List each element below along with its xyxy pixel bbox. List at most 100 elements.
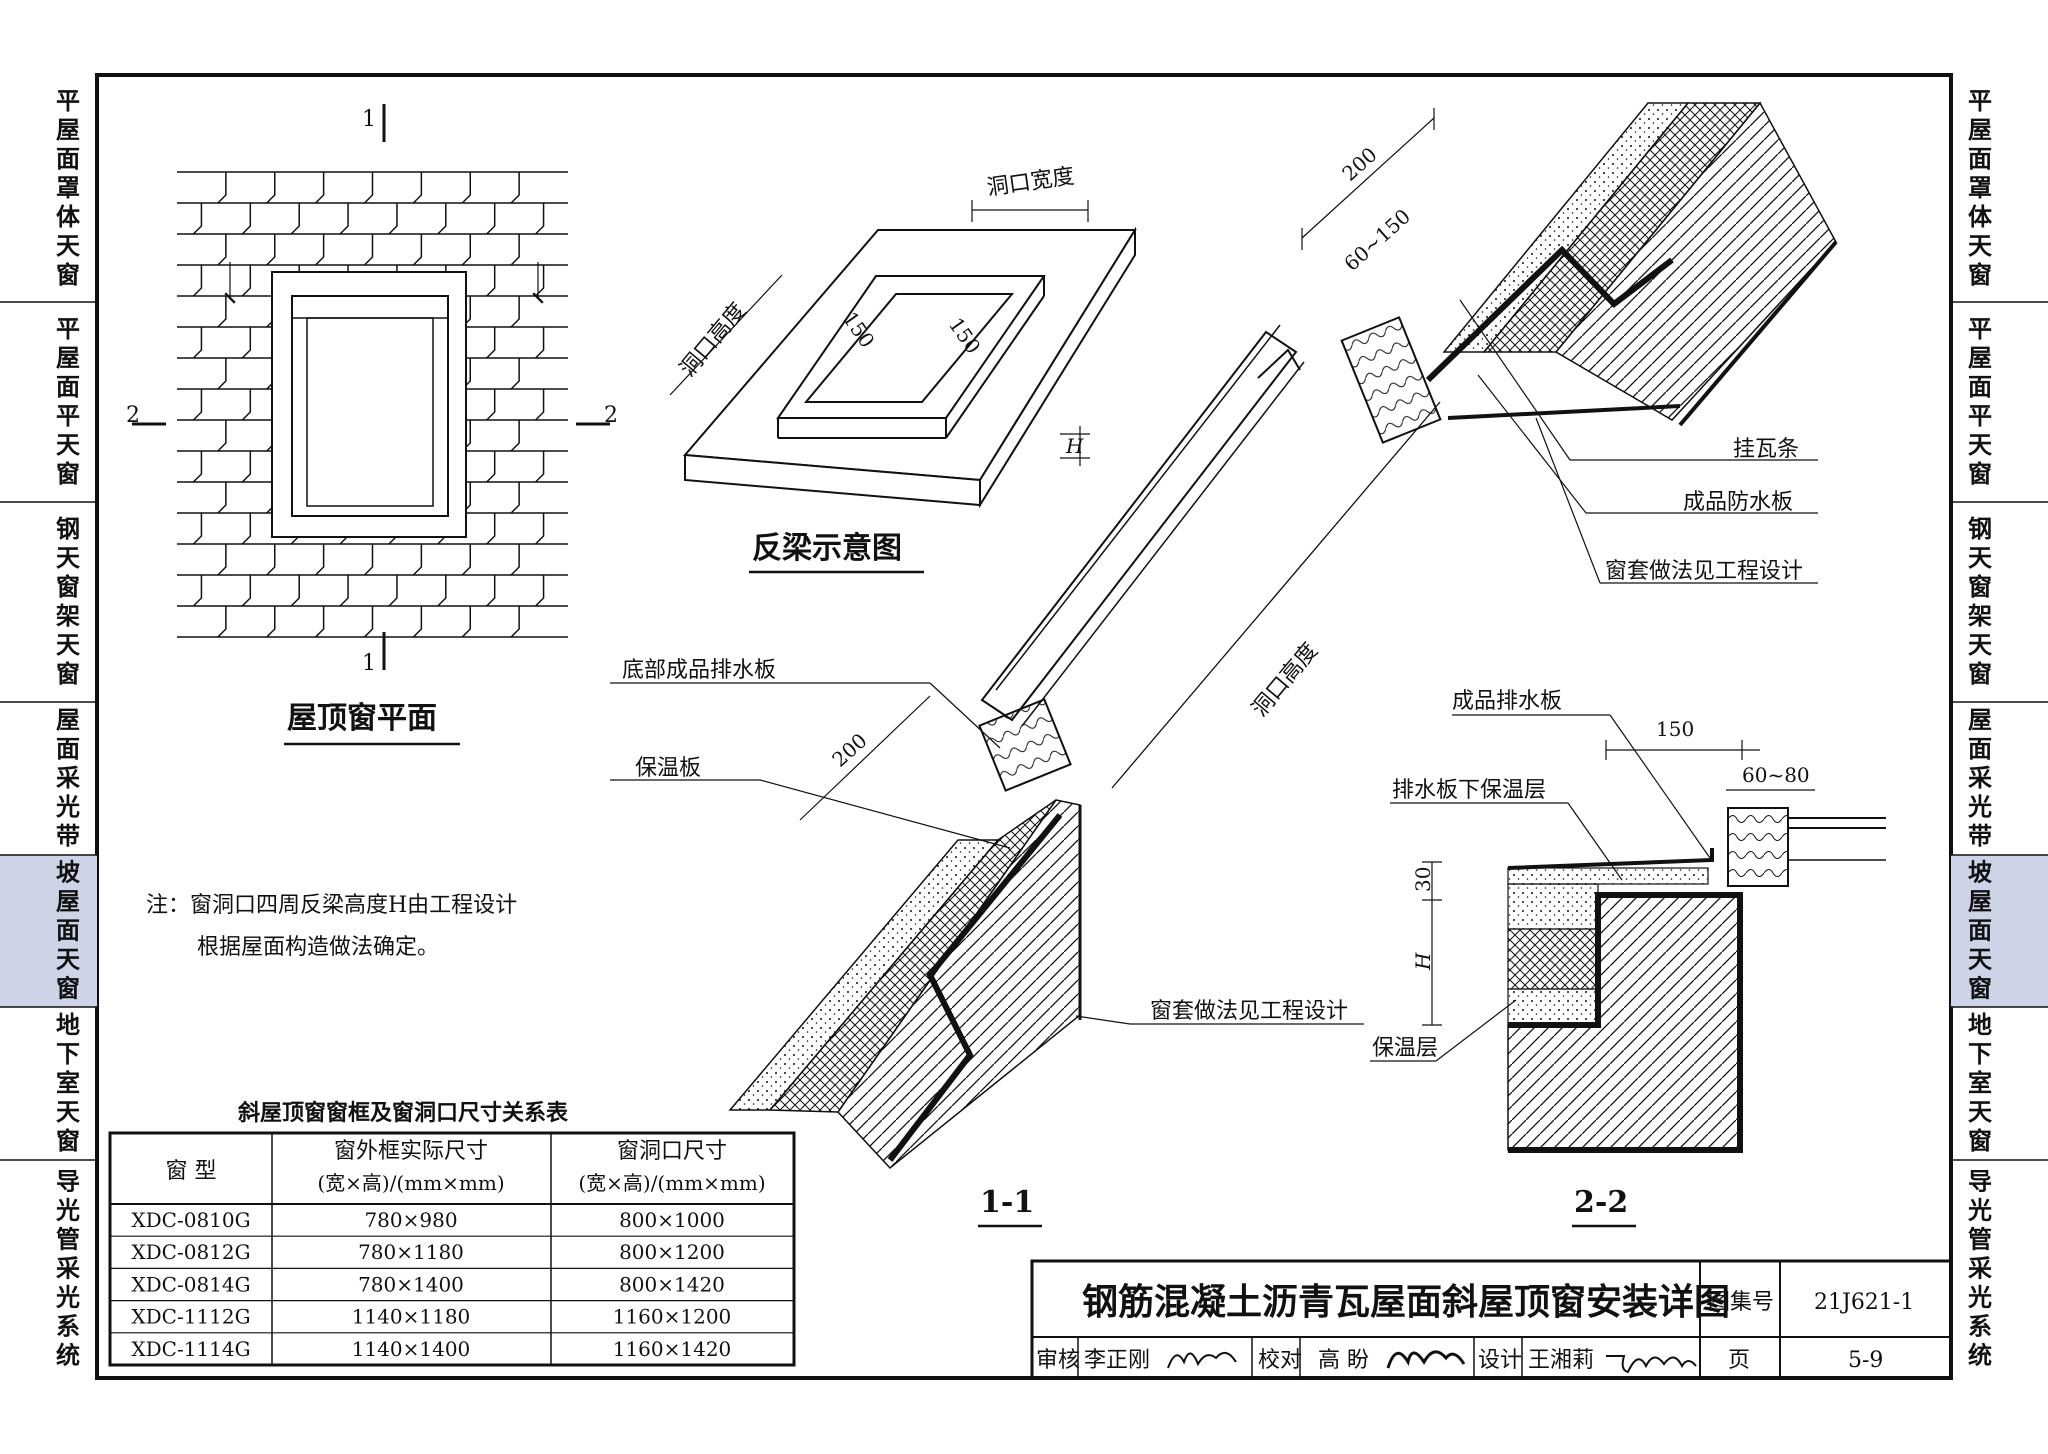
size-table: 斜屋顶窗窗框及窗洞口尺寸关系表 窗 型 窗外框实际尺寸 (宽×高)/(mm×mm) 窗… xyxy=(108,1100,796,1367)
reviewer-signature xyxy=(1167,1351,1237,1369)
table-cell-model: XDC-0810G xyxy=(131,1208,250,1232)
side-tab-right-3[interactable]: 屋面采光带 xyxy=(1967,705,1992,850)
bottom-frame-block xyxy=(978,698,1072,792)
note-line-2: 根据屋面构造做法确定。 xyxy=(197,935,439,960)
reviewer-name: 李正刚 xyxy=(1084,1348,1150,1373)
s1-callout-batten: 挂瓦条 xyxy=(1733,437,1799,462)
inner-frame xyxy=(95,73,1953,1380)
side-tab-active-bg-right xyxy=(1951,855,2048,1007)
cut-label-2-right: 2 xyxy=(604,403,618,428)
side-tab-left-5[interactable]: 地下室天窗 xyxy=(56,1010,80,1155)
s1-callout-insulation: 保温板 xyxy=(635,756,701,781)
section-2-2: 150 60~80 30 H 成品排水板 排水板下保温层 保温层 2-2 xyxy=(1370,689,1886,1228)
lower-membrane xyxy=(887,813,1063,1162)
window-glass xyxy=(306,317,434,507)
table-cell-opening-size: 800×1420 xyxy=(619,1272,725,1296)
side-tab-active-bg-left xyxy=(0,855,97,1007)
side-tab-right-4[interactable]: 坡屋面天窗 xyxy=(1968,858,1992,1003)
side-nav-right: 平屋面罩体天窗平屋面平天窗钢天窗架天窗屋面采光带坡屋面天窗地下室天窗导光管采光系… xyxy=(1951,86,2048,1370)
side-tab-right-5[interactable]: 地下室天窗 xyxy=(1968,1010,1992,1155)
s2-callout-insulation: 保温层 xyxy=(1372,1036,1438,1061)
shingle-row xyxy=(177,233,568,266)
title-block: 钢筋混凝土沥青瓦屋面斜屋顶窗安装详图 图集号 21J621-1 审核 李正刚 校… xyxy=(1030,1259,1953,1380)
side-tab-left-1[interactable]: 平屋面平天窗 xyxy=(56,314,80,488)
shingle-row xyxy=(177,574,568,607)
section-1-1: 洞口高度 200 60~150 200 挂瓦条 成品防水板 窗套做法见工程设计 … xyxy=(610,101,1838,1228)
note-line-1: 注：窗洞口四周反梁高度H由工程设计 xyxy=(146,893,517,918)
side-tab-left-6[interactable]: 导光管采光系统 xyxy=(55,1167,80,1370)
table-cell-frame-size: 780×1180 xyxy=(358,1240,464,1264)
side-tab-left-2[interactable]: 钢天窗架天窗 xyxy=(56,514,80,688)
s1-callout-flashing: 成品防水板 xyxy=(1683,490,1793,515)
shingle-row xyxy=(177,202,568,235)
s2-insulation xyxy=(1507,928,1599,990)
s2-top-concrete xyxy=(1507,883,1599,930)
side-tab-right-6[interactable]: 导光管采光系统 xyxy=(1967,1167,1992,1370)
table-header-unit-1: (宽×高)/(mm×mm) xyxy=(317,1171,504,1195)
drawing-title: 钢筋混凝土沥青瓦屋面斜屋顶窗安装详图 xyxy=(1082,1281,1730,1323)
table-cell-opening-size: 1160×1200 xyxy=(613,1305,732,1329)
s2-lower-concrete xyxy=(1507,988,1599,1026)
table-cell-model: XDC-0814G xyxy=(131,1272,250,1296)
upper-membrane xyxy=(1425,245,1674,383)
design-label: 设计 xyxy=(1478,1348,1522,1373)
side-tab-left-3[interactable]: 屋面采光带 xyxy=(55,705,80,850)
checker-signature xyxy=(1386,1350,1466,1369)
s2-callout-flashing: 成品排水板 xyxy=(1452,689,1562,714)
size-table-frame xyxy=(108,1131,796,1367)
s2-dim-30: 30 xyxy=(1411,867,1435,892)
table-cell-model: XDC-1114G xyxy=(131,1337,250,1361)
check-label: 校对 xyxy=(1258,1348,1302,1373)
upper-concrete-slab xyxy=(1554,101,1837,421)
table-header-1: 窗外框实际尺寸 xyxy=(334,1139,488,1164)
beam-dim-h: H xyxy=(1065,434,1084,458)
designer-name: 王湘莉 xyxy=(1528,1348,1594,1373)
s2-dim-60-80: 60~80 xyxy=(1742,763,1810,787)
beam-title: 反梁示意图 xyxy=(752,531,902,566)
s1-callout-sleeve-top: 窗套做法见工程设计 xyxy=(1605,559,1803,584)
side-tab-left-0[interactable]: 平屋面罩体天窗 xyxy=(56,86,81,289)
table-cell-frame-size: 780×1400 xyxy=(358,1272,464,1296)
table-header-unit-2: (宽×高)/(mm×mm) xyxy=(578,1171,765,1195)
size-table-title: 斜屋顶窗窗框及窗洞口尺寸关系表 xyxy=(237,1100,569,1126)
s2-membrane xyxy=(1508,892,1743,1153)
s2-callout-under-insulation: 排水板下保温层 xyxy=(1392,778,1546,803)
shingle-row xyxy=(177,171,568,204)
atlas-label: 图集号 xyxy=(1708,1290,1774,1315)
s1-callout-bottom-flashing: 底部成品排水板 xyxy=(622,658,776,683)
table-cell-model: XDC-1112G xyxy=(131,1305,250,1329)
page-label: 页 xyxy=(1728,1348,1750,1373)
side-tab-right-0[interactable]: 平屋面罩体天窗 xyxy=(1968,86,1993,289)
table-cell-opening-size: 1160×1420 xyxy=(613,1337,732,1361)
s1-callout-sleeve-bottom: 窗套做法见工程设计 xyxy=(1150,999,1348,1024)
shingle-row xyxy=(177,605,568,638)
table-cell-opening-size: 800×1000 xyxy=(619,1208,725,1232)
side-tab-right-2[interactable]: 钢天窗架天窗 xyxy=(1968,514,1992,688)
design-note: 注：窗洞口四周反梁高度H由工程设计 根据屋面构造做法确定。 xyxy=(146,893,517,960)
table-header-0: 窗 型 xyxy=(166,1159,217,1184)
plan-title: 屋顶窗平面 xyxy=(287,701,437,736)
atlas-number: 21J621-1 xyxy=(1814,1290,1914,1315)
side-tab-left-4[interactable]: 坡屋面天窗 xyxy=(56,858,80,1003)
table-cell-frame-size: 1140×1180 xyxy=(352,1305,471,1329)
table-header-2: 窗洞口尺寸 xyxy=(617,1139,727,1164)
beam-slab-side-right xyxy=(979,226,1136,509)
s2-dim-150: 150 xyxy=(1656,717,1694,741)
s2-frame-block xyxy=(1727,807,1789,887)
checker-name: 高 盼 xyxy=(1318,1348,1369,1373)
roof-window-plan: 1 1 2 2 屋顶窗平面 xyxy=(126,104,618,746)
window-glazing-band xyxy=(980,330,1298,722)
side-tab-right-1[interactable]: 平屋面平天窗 xyxy=(1968,314,1992,488)
s2-dim-h: H xyxy=(1411,952,1435,971)
page-number: 5-9 xyxy=(1848,1348,1883,1373)
s2-tile-layer xyxy=(1507,867,1709,885)
s1-title: 1-1 xyxy=(980,1185,1034,1220)
top-frame-block xyxy=(1340,316,1442,444)
title-block-frame xyxy=(1030,1259,1953,1380)
beam-frame-inner xyxy=(803,293,1015,403)
s2-title: 2-2 xyxy=(1574,1185,1628,1220)
lower-concrete-slab xyxy=(837,799,1081,1170)
table-cell-frame-size: 1140×1400 xyxy=(352,1337,471,1361)
shingle-row xyxy=(177,543,568,576)
